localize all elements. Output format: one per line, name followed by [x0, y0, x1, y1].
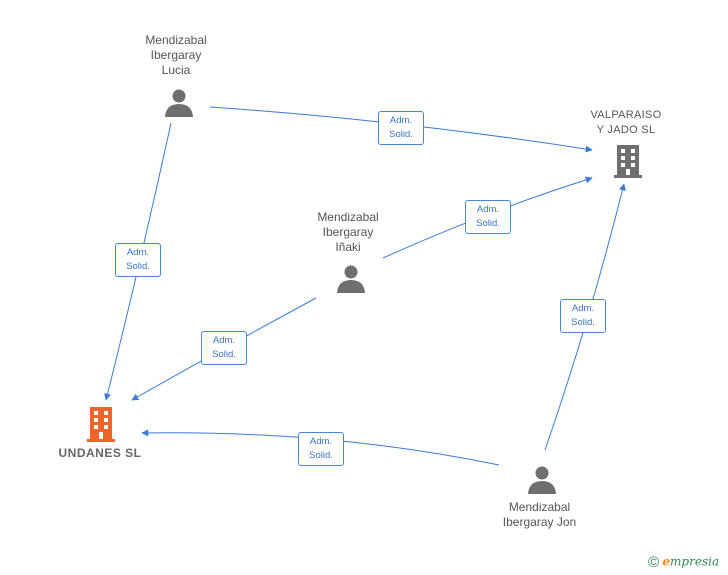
- relation-label-jon-valparaiso[interactable]: Adm. Solid.: [560, 299, 606, 333]
- person-icon-lucia[interactable]: [164, 88, 194, 118]
- person-icon-jon[interactable]: [527, 465, 557, 495]
- person-icon-inaki[interactable]: [336, 264, 366, 294]
- relation-label-lucia-valparaiso[interactable]: Adm. Solid.: [378, 111, 424, 145]
- person-name-inaki[interactable]: Mendizabal Ibergaray Iñaki: [317, 210, 379, 254]
- person-name-lucia[interactable]: Mendizabal Ibergaray Lucia: [145, 33, 207, 77]
- footer-brand: © empresia: [648, 554, 719, 571]
- person-name-jon[interactable]: Mendizabal Ibergaray Jon: [502, 500, 577, 529]
- relation-label-lucia-undanes[interactable]: Adm. Solid.: [115, 243, 161, 277]
- building-icon-valparaiso[interactable]: [612, 144, 644, 178]
- company-name-valparaiso[interactable]: VALPARAISO Y JADO SL: [590, 109, 662, 136]
- copyright-icon: ©: [648, 554, 660, 571]
- building-icon-undanes[interactable]: [85, 406, 117, 442]
- relation-label-jon-undanes[interactable]: Adm. Solid.: [298, 432, 344, 466]
- company-name-undanes[interactable]: UNDANES SL: [58, 446, 142, 460]
- brand-logo: empresia: [662, 554, 720, 569]
- relation-label-inaki-valparaiso[interactable]: Adm. Solid.: [465, 200, 511, 234]
- relation-label-inaki-undanes[interactable]: Adm. Solid.: [201, 331, 247, 365]
